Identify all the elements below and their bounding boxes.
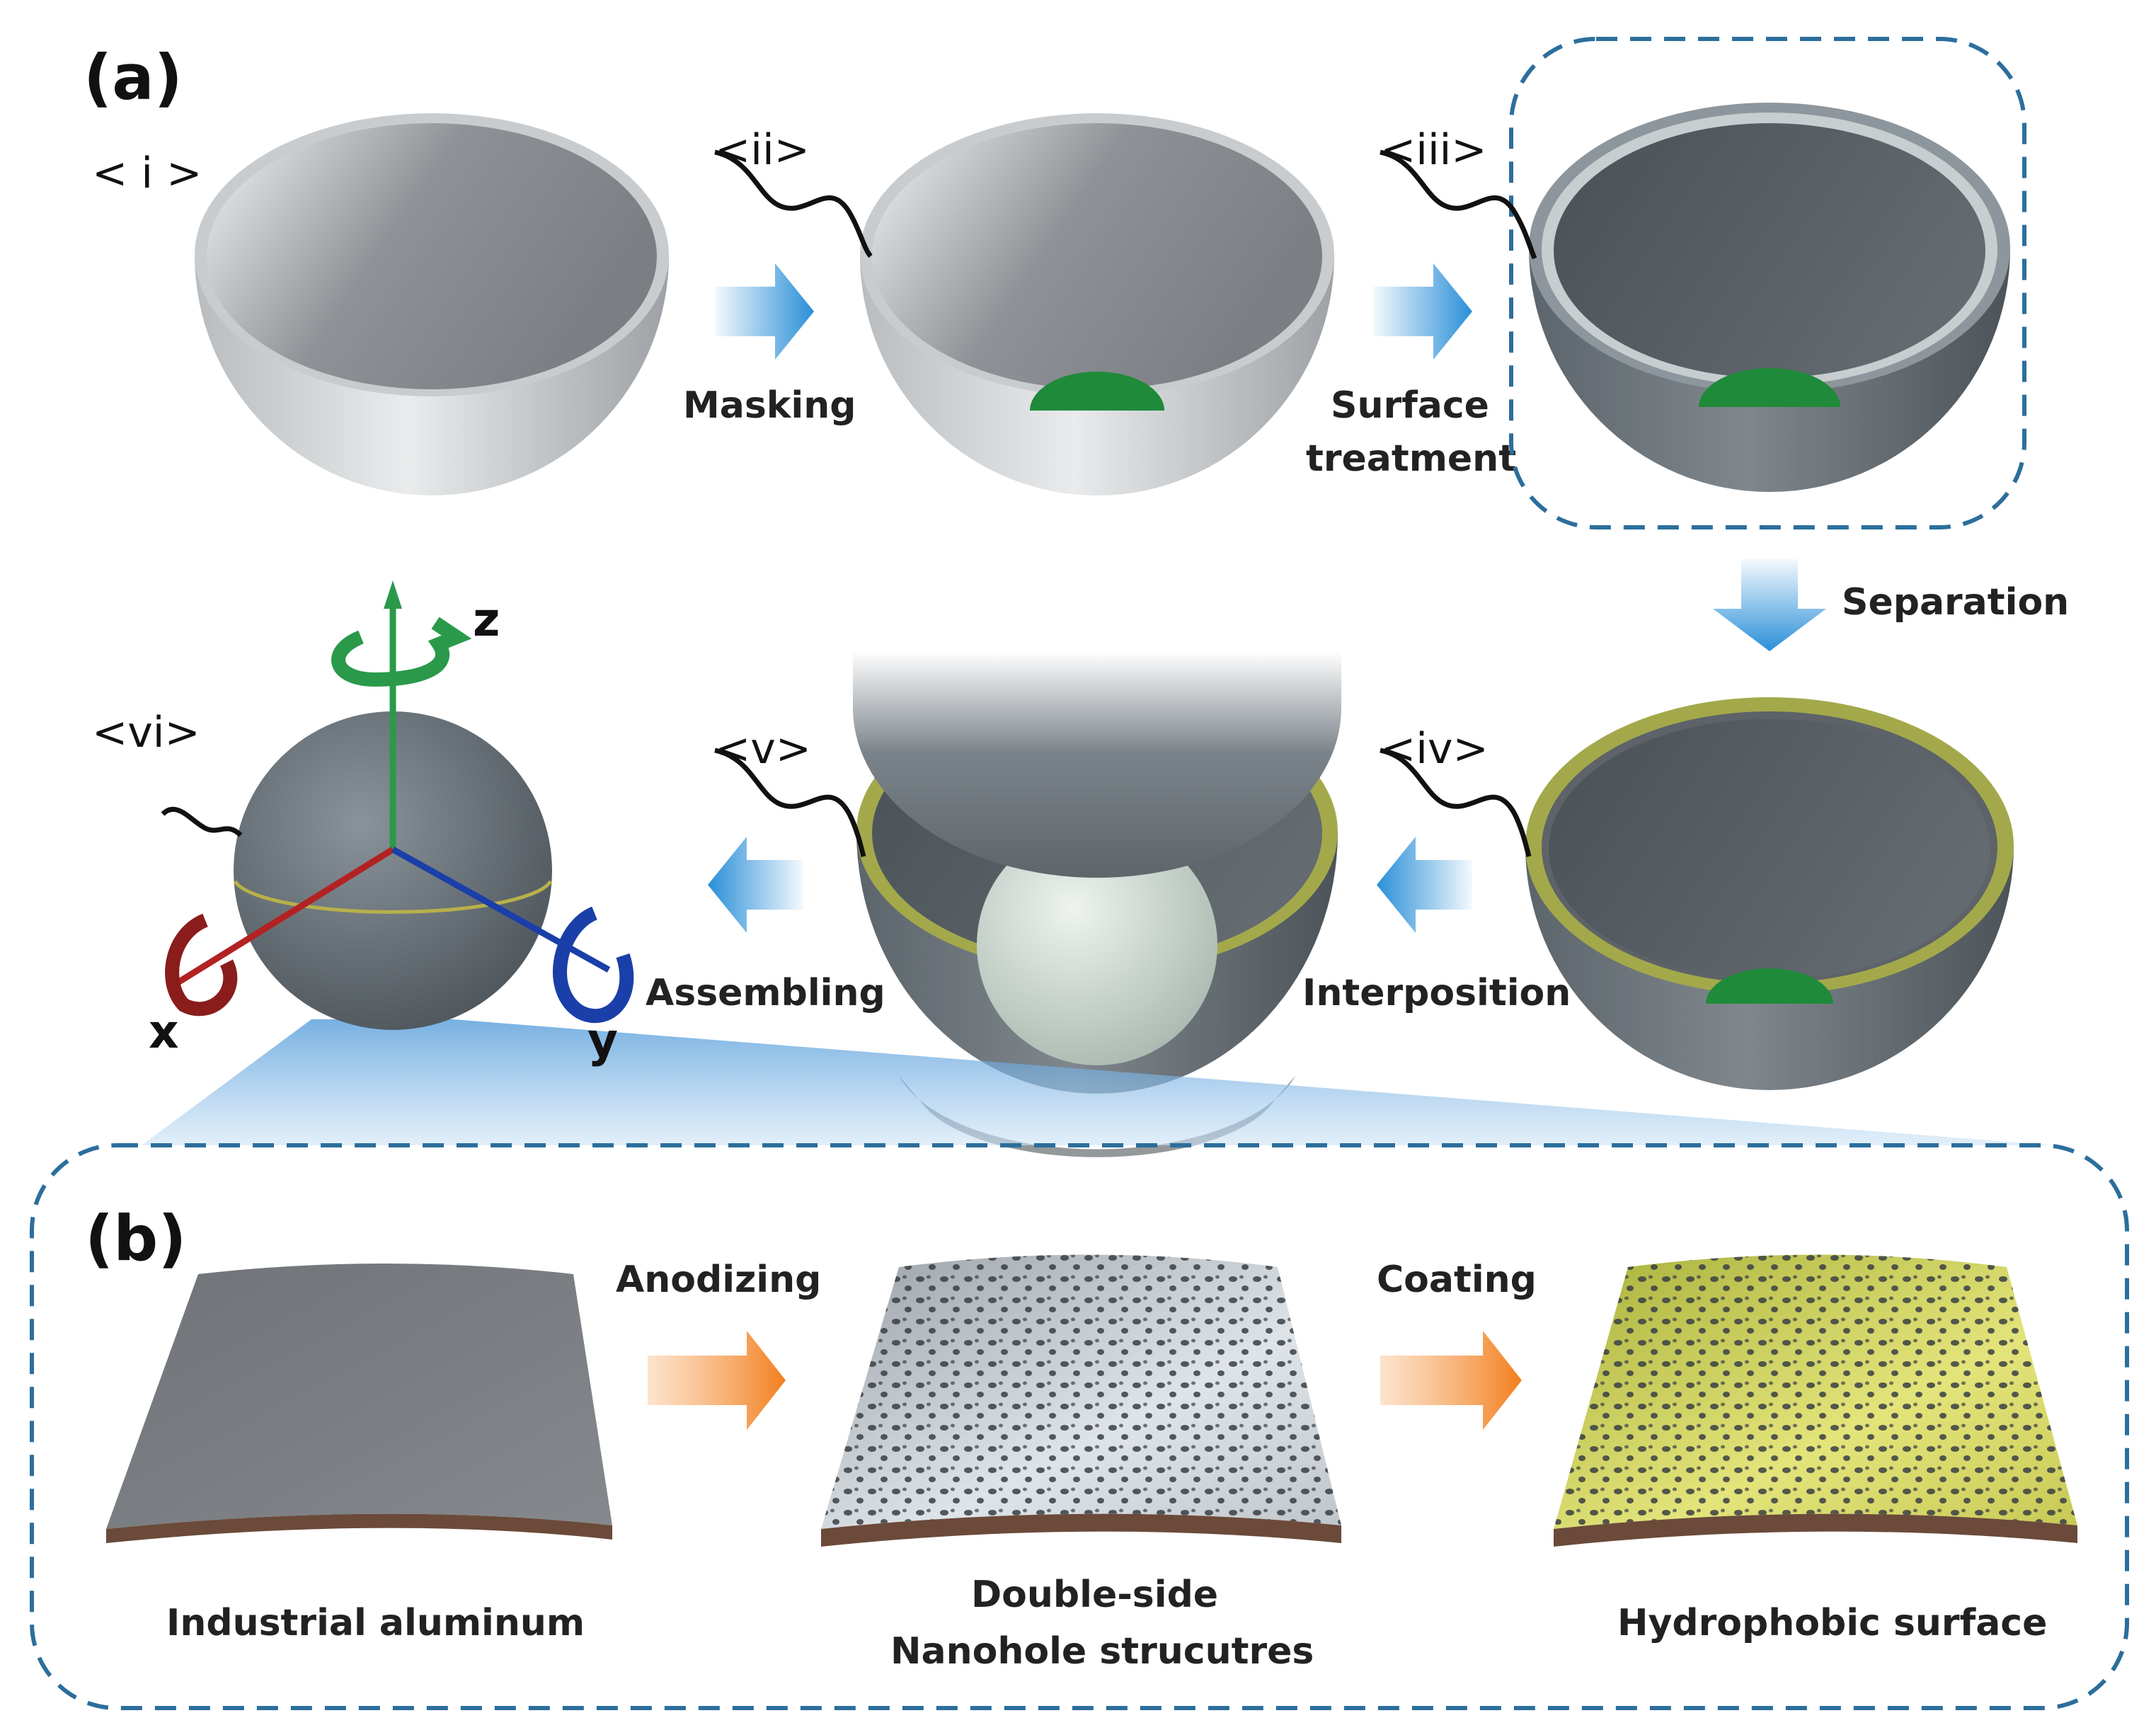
surface-treatment-label-line2: treatment	[1306, 437, 1516, 480]
coating-arrow	[1380, 1331, 1522, 1430]
assembling-label: Assembling	[646, 972, 885, 1014]
interposition-arrow	[1377, 837, 1472, 933]
assembling-arrow	[708, 837, 803, 933]
anodizing-label: Anodizing	[616, 1259, 821, 1301]
step-v-label: <v>	[715, 724, 811, 774]
green-mask-iii	[1699, 368, 1840, 407]
interposition-label: Interposition	[1302, 972, 1571, 1014]
bowl-step-v	[853, 651, 1341, 1157]
y-rotation-icon	[553, 906, 634, 1024]
separation-arrow	[1713, 559, 1826, 651]
top-hemisphere	[853, 651, 1341, 878]
z-axis-label: z	[473, 592, 500, 647]
coating-label: Coating	[1377, 1259, 1537, 1301]
sheet-industrial-aluminum	[106, 1264, 612, 1543]
sphere-step-vi	[233, 711, 553, 1030]
step-iii-label: <iii>	[1380, 125, 1487, 175]
green-mask-iv	[1706, 968, 1833, 1004]
bowl-step-ii	[860, 113, 1334, 495]
panel-b-label: (b)	[85, 1202, 186, 1275]
bowl-step-iii	[1529, 103, 2010, 492]
green-mask-ii	[1030, 372, 1164, 411]
z-arrowhead	[384, 580, 402, 609]
masking-label: Masking	[683, 384, 856, 427]
x-axis-label: x	[149, 1004, 179, 1059]
anodizing-arrow	[648, 1331, 786, 1430]
y-axis-label: y	[587, 1013, 618, 1067]
step-vi-label: <vi>	[92, 708, 200, 757]
zoom-funnel	[142, 1019, 2053, 1145]
bowl-step-i	[195, 113, 669, 495]
bowl-step-iv	[1525, 697, 2014, 1090]
sheet-hydrophobic	[1554, 1254, 2077, 1547]
wire-v	[714, 747, 866, 857]
panel-a-label: (a)	[84, 41, 183, 114]
inner-light-sphere	[977, 825, 1217, 1065]
step-iv-label: <iv>	[1380, 724, 1489, 774]
x-rotation-icon	[165, 913, 238, 1016]
wire-ii	[714, 149, 873, 258]
wire-vi	[161, 806, 243, 837]
caption-hydrophobic: Hydrophobic surface	[1617, 1602, 2047, 1644]
x-axis	[168, 847, 395, 990]
step-i-label: < i >	[92, 149, 202, 198]
caption-industrial-aluminum: Industrial aluminum	[166, 1602, 585, 1644]
caption-nanohole-line2: Nanohole strucutres	[890, 1630, 1314, 1673]
surface-treatment-arrow	[1373, 263, 1472, 360]
surface-treatment-label-line1: Surface	[1331, 384, 1489, 427]
masking-arrow	[715, 263, 814, 360]
step-ii-label: <ii>	[715, 125, 810, 175]
step-iii-dashed-box	[1509, 37, 2026, 529]
caption-nanohole-line1: Double-side	[971, 1574, 1218, 1616]
wire-iv	[1380, 747, 1532, 857]
z-rotation-icon	[331, 617, 472, 687]
separation-label: Separation	[1842, 581, 2069, 624]
sheet-nanohole	[821, 1254, 1341, 1547]
panel-b-dashed-box	[30, 1143, 2129, 1710]
y-axis	[391, 847, 611, 973]
wire-iii	[1380, 149, 1537, 260]
